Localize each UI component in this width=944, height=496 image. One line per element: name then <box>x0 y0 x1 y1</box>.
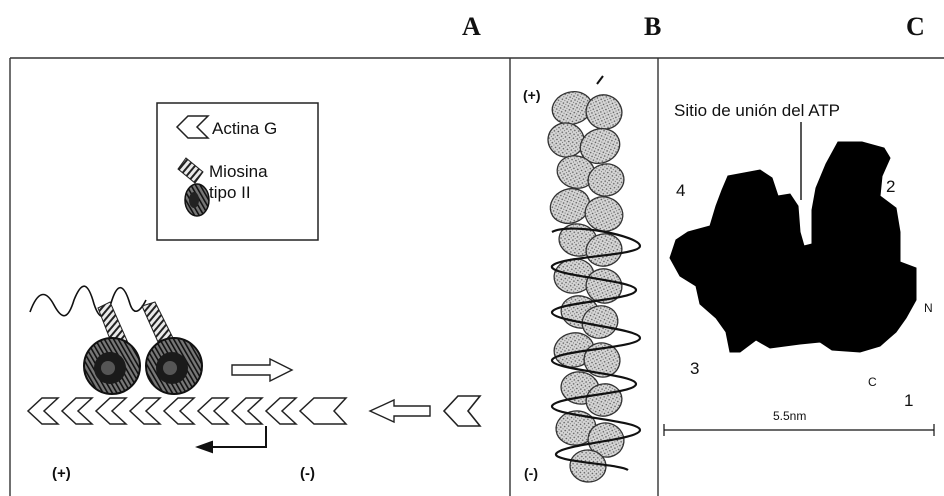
c-terminus-label: C <box>868 375 877 389</box>
scale-bar <box>663 424 935 436</box>
scale-bar-label: 5.5nm <box>773 409 806 423</box>
actin-monomer-structure <box>669 141 917 353</box>
panel-a-minus-end: (-) <box>300 465 315 482</box>
subdomain-4-label: 4 <box>676 181 685 200</box>
filament-movement-arrow <box>195 426 267 454</box>
panel-label-a: A <box>462 12 481 41</box>
panel-b: (+) (-) <box>523 75 642 483</box>
panel-label-c: C <box>906 12 925 41</box>
panel-a-plus-end: (+) <box>52 465 71 482</box>
tropomyosin-helix <box>550 227 642 471</box>
actin-subunits <box>547 91 625 483</box>
actin-filament <box>26 397 348 425</box>
free-actin-monomer-icon <box>442 395 482 427</box>
panel-b-minus-end: (-) <box>524 465 538 481</box>
actin-monomer-icon <box>175 115 210 139</box>
monomer-addition-arrow <box>368 398 431 424</box>
subdomain-3-label: 3 <box>690 359 699 378</box>
myosin-legend-icon <box>177 157 210 217</box>
atp-binding-site-label: Sitio de unión del ATP <box>674 101 840 120</box>
legend-myosin-label-line2: tipo II <box>209 183 251 202</box>
myosin-movement-arrow <box>231 357 294 383</box>
myosin-tail <box>29 285 147 318</box>
tick-mark <box>596 75 604 85</box>
subdomain-2-label: 2 <box>886 177 895 196</box>
panel-borders <box>9 57 944 496</box>
myosin-head-1 <box>83 301 141 395</box>
panel-a: Actina G Miosina tipo II <box>26 102 482 482</box>
myosin-head-2 <box>141 301 203 395</box>
n-terminus-label: N <box>924 301 933 315</box>
legend-box: Actina G Miosina tipo II <box>156 102 319 241</box>
panel-b-plus-end: (+) <box>523 87 541 103</box>
panel-c: Sitio de unión del ATP 4 2 3 1 N C 5.5nm <box>663 101 935 436</box>
legend-myosin-label-line1: Miosina <box>209 162 268 181</box>
subdomain-1-label: 1 <box>904 391 913 410</box>
panel-label-b: B <box>644 12 662 41</box>
legend-actin-label: Actina G <box>212 119 277 138</box>
